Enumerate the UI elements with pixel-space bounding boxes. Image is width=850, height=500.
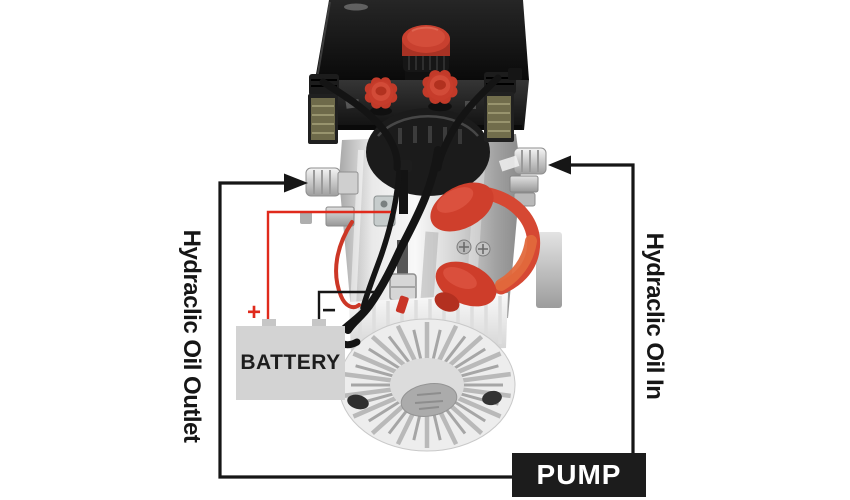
callout-left-outlet xyxy=(218,173,512,479)
label-hydraulic-oil-outlet: Hydraclic Oil Outlet xyxy=(178,229,205,443)
negative-wire xyxy=(317,290,377,322)
battery-terminal-boots xyxy=(430,182,541,312)
motor-fin-cap xyxy=(338,318,516,452)
minus-sign: − xyxy=(322,297,337,324)
arrow-left-icon xyxy=(548,155,571,175)
callout-right-inlet xyxy=(548,155,635,455)
reservoir-fill-cap xyxy=(402,25,450,80)
inlet-port xyxy=(509,147,547,207)
solenoid-coil-right xyxy=(484,68,522,142)
red-cable-left xyxy=(334,220,361,310)
label-hydraulic-oil-in: Hydraclic Oil In xyxy=(641,232,668,400)
arrow-right-icon xyxy=(284,173,308,193)
outlet-port xyxy=(300,167,359,227)
battery-positive-terminal xyxy=(262,319,276,327)
red-terminal-lug xyxy=(395,295,409,314)
positive-wire xyxy=(266,210,391,322)
pump-tag: PUMP xyxy=(512,453,646,497)
release-knob-right xyxy=(422,70,458,112)
battery-wires xyxy=(266,210,391,322)
pump-photo xyxy=(300,0,562,452)
release-knob-left xyxy=(364,77,398,116)
plus-sign: + xyxy=(247,299,262,326)
battery-negative-terminal xyxy=(312,319,326,327)
battery-box: BATTERY xyxy=(236,326,345,400)
